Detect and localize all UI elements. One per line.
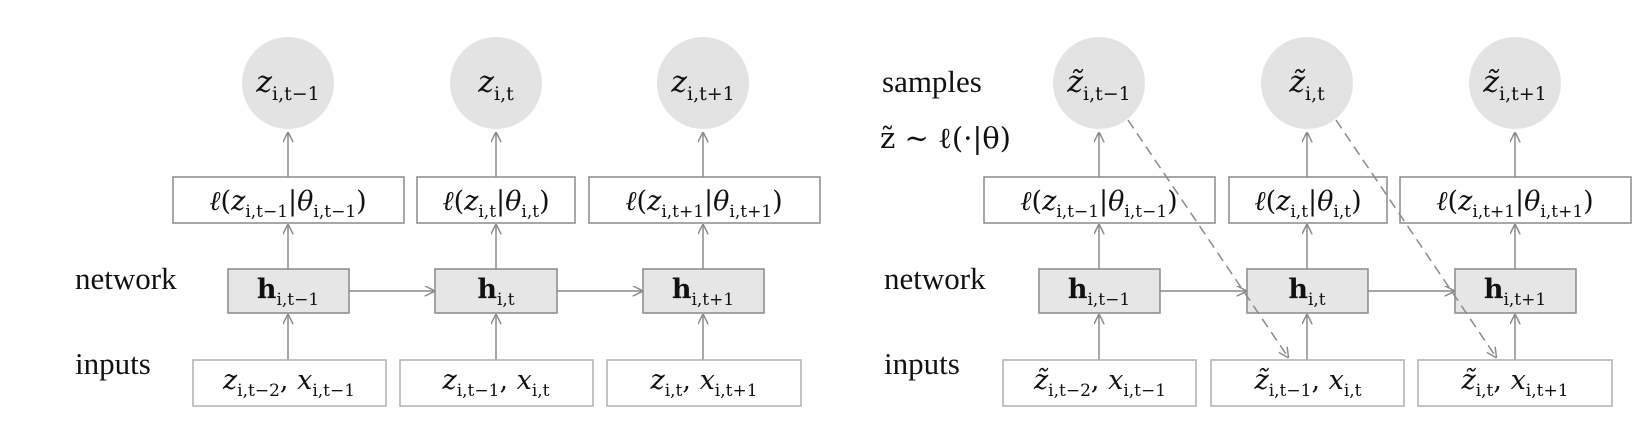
output-node	[242, 37, 334, 129]
sample-node	[1053, 37, 1145, 129]
output-label: zi,t	[477, 65, 514, 105]
likelihood-box	[983, 176, 1216, 224]
hidden-state-box	[1038, 268, 1161, 314]
likelihood-box	[1228, 176, 1388, 224]
input-label: z̃i,t−1, xi,t	[1253, 365, 1361, 401]
likelihood-label: ℓ(zi,t+1|θi,t+1)	[1436, 186, 1593, 222]
likelihood-label: ℓ(zi,t−1|θi,t−1)	[209, 186, 366, 222]
likelihood-box	[588, 176, 821, 224]
sample-label: z̃i,t	[1288, 65, 1325, 105]
hidden-state-box	[1454, 268, 1577, 314]
hidden-state-label: hi,t+1	[672, 274, 734, 310]
likelihood-label: ℓ(zi,t|θi,t)	[442, 186, 549, 222]
hidden-state-box	[434, 268, 558, 314]
input-box	[606, 359, 802, 407]
likelihood-box	[416, 176, 576, 224]
input-box	[192, 359, 387, 407]
likelihood-label: ℓ(zi,t+1|θi,t+1)	[625, 186, 782, 222]
row-label-inputs: inputs	[884, 346, 960, 381]
input-box	[399, 359, 594, 407]
sample-formula: z̃ ∼ ℓ(·|θ)	[880, 121, 1011, 155]
output-label: zi,t−1	[255, 65, 320, 105]
hidden-state-label: hi,t	[477, 274, 514, 310]
hidden-state-label: hi,t	[1288, 274, 1325, 310]
likelihood-box	[1399, 176, 1632, 224]
output-node	[657, 37, 749, 129]
input-label: zi,t, xi,t+1	[649, 365, 757, 401]
left-panel: network inputs zi,t−1 zi,t zi,t+1 ℓ(zi,t…	[75, 37, 821, 407]
input-box	[1417, 359, 1613, 407]
input-box	[1002, 359, 1197, 407]
row-label-samples: samples	[882, 64, 982, 99]
row-label-network: network	[75, 261, 177, 296]
sample-feedback-arrow	[1335, 119, 1496, 357]
hidden-state-box	[642, 268, 765, 314]
input-label: zi,t−2, xi,t−1	[222, 365, 355, 401]
row-label-inputs: inputs	[75, 346, 151, 381]
input-label: zi,t−1, xi,t	[441, 365, 549, 401]
row-label-network: network	[884, 261, 986, 296]
output-label: zi,t+1	[670, 65, 735, 105]
input-box	[1210, 359, 1405, 407]
sample-node	[1469, 37, 1561, 129]
hidden-state-label: hi,t−1	[1068, 274, 1130, 310]
likelihood-label: ℓ(zi,t−1|θi,t−1)	[1020, 186, 1177, 222]
sample-node	[1261, 37, 1353, 129]
hidden-state-label: hi,t+1	[1484, 274, 1546, 310]
hidden-state-label: hi,t−1	[257, 274, 319, 310]
input-label: z̃i,t, xi,t+1	[1460, 365, 1568, 401]
likelihood-box	[172, 176, 405, 224]
sample-label: z̃i,t+1	[1482, 65, 1547, 105]
hidden-state-box	[227, 268, 350, 314]
sample-label: z̃i,t−1	[1066, 65, 1131, 105]
input-label: z̃i,t−2, xi,t−1	[1033, 365, 1166, 401]
likelihood-label: ℓ(zi,t|θi,t)	[1254, 186, 1361, 222]
right-panel: samples z̃ ∼ ℓ(·|θ) network inputs z̃i,t…	[880, 37, 1632, 407]
sample-feedback-arrow	[1127, 119, 1288, 357]
output-node	[450, 37, 542, 129]
